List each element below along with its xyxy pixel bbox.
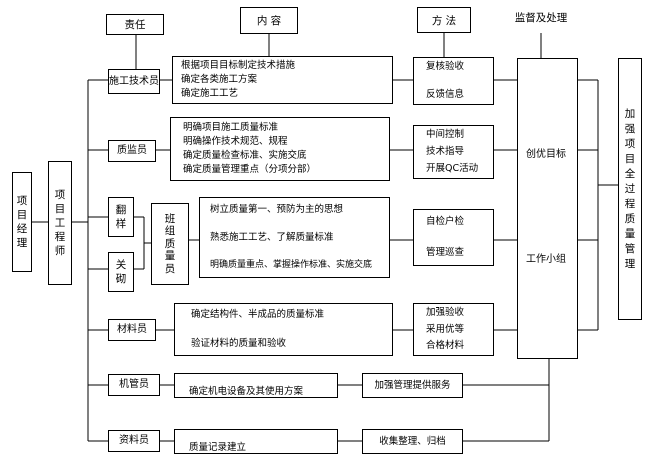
method-material-box: 加强验收 采用优等 合格材料 bbox=[413, 303, 494, 356]
content-line: 确定各类施工方案 bbox=[181, 74, 258, 85]
method-line: 技术指导 bbox=[426, 146, 465, 157]
header-method: 方 法 bbox=[417, 7, 471, 33]
header-supervision: 监督及处理 bbox=[514, 10, 568, 26]
header-supervision-text: 监督及处理 bbox=[514, 12, 568, 24]
content-line: 熟悉施工工艺、了解质量标准 bbox=[210, 231, 334, 243]
method-inspector-box: 中间控制 技术指导 开展QC活动 bbox=[413, 125, 494, 179]
content-line: 确定施工工艺 bbox=[181, 88, 239, 99]
role-inspector-box: 质监员 bbox=[108, 140, 156, 162]
content-line: 验证材料的质量和验收 bbox=[191, 338, 287, 349]
content-line: 明确项目施工质量标准 bbox=[183, 122, 279, 133]
method-records-box: 收集整理、归档 bbox=[362, 429, 463, 454]
method-line: 管理巡查 bbox=[426, 247, 465, 258]
supervision-box: 创优目标 工作小组 bbox=[517, 58, 578, 359]
content-line: 确定结构件、半成品的质量标准 bbox=[191, 309, 325, 320]
content-line: 质量记录建立 bbox=[189, 442, 247, 453]
strengthen-quality-box: 加强项目全过程质量管理 bbox=[618, 58, 642, 320]
role-machine-label: 机管员 bbox=[119, 379, 149, 390]
content-line: 确定机电设备及其使用方案 bbox=[189, 386, 304, 397]
content-line: 确定质量检查标准、实施交底 bbox=[183, 150, 307, 161]
method-line: 收集整理、归档 bbox=[379, 435, 446, 447]
method-line: 加强管理提供服务 bbox=[374, 379, 451, 391]
content-team-box: 树立质量第一、预防为主的思想 熟悉施工工艺、了解质量标准 明确质量重点、掌握操作… bbox=[199, 197, 390, 278]
supervision-group: 工作小组 bbox=[526, 254, 566, 265]
supervision-goal: 创优目标 bbox=[526, 149, 566, 160]
content-records-box: 质量记录建立 bbox=[174, 429, 338, 454]
project-engineer-box: 项目工程师 bbox=[48, 161, 72, 285]
inspection-box: 关砌 bbox=[108, 252, 134, 292]
method-line: 采用优等 bbox=[426, 323, 465, 335]
method-line: 反馈信息 bbox=[426, 89, 465, 100]
content-machine-box: 确定机电设备及其使用方案 bbox=[174, 373, 338, 398]
header-content-text: 内 容 bbox=[256, 15, 282, 27]
content-line: 确定质量管理重点（分项分部） bbox=[183, 164, 317, 175]
project-manager-label: 项目经理 bbox=[16, 195, 28, 249]
content-line: 明确质量重点、掌握操作标准、实施交底 bbox=[210, 260, 373, 270]
inspection-label: 关砌 bbox=[115, 259, 127, 285]
role-technician-label: 施工技术员 bbox=[109, 75, 159, 87]
header-method-text: 方 法 bbox=[431, 14, 457, 27]
method-line: 合格材料 bbox=[426, 340, 465, 351]
role-records-box: 资料员 bbox=[108, 430, 160, 452]
header-content: 内 容 bbox=[240, 7, 298, 34]
team-quality-label: 班组质量员 bbox=[164, 212, 176, 275]
flip-sample-box: 翻样 bbox=[108, 197, 134, 237]
method-machine-box: 加强管理提供服务 bbox=[362, 373, 463, 398]
role-records-label: 资料员 bbox=[119, 435, 149, 446]
content-inspector-box: 明确项目施工质量标准 明确操作技术规范、规程 确定质量检查标准、实施交底 确定质… bbox=[170, 117, 390, 181]
role-technician-box: 施工技术员 bbox=[108, 69, 160, 94]
team-quality-box: 班组质量员 bbox=[151, 203, 189, 285]
flip-sample-label: 翻样 bbox=[115, 204, 127, 230]
project-manager-box: 项目经理 bbox=[12, 172, 32, 272]
header-responsibility: 责任 bbox=[106, 14, 164, 35]
role-material-label: 材料员 bbox=[117, 324, 147, 335]
role-material-box: 材料员 bbox=[108, 319, 156, 341]
content-line: 根据项目目标制定技术措施 bbox=[181, 60, 296, 71]
method-line: 加强验收 bbox=[426, 307, 465, 318]
method-technician-box: 复核验收 反馈信息 bbox=[413, 57, 494, 105]
role-machine-box: 机管员 bbox=[108, 374, 160, 396]
method-line: 开展QC活动 bbox=[426, 163, 479, 174]
content-line: 树立质量第一、预防为主的思想 bbox=[210, 204, 344, 215]
project-engineer-label: 项目工程师 bbox=[54, 189, 66, 257]
method-line: 自检户检 bbox=[426, 216, 465, 227]
content-technician-box: 根据项目目标制定技术措施 确定各类施工方案 确定施工工艺 bbox=[172, 56, 393, 104]
role-inspector-label: 质监员 bbox=[117, 145, 147, 156]
strengthen-quality-label: 加强项目全过程质量管理 bbox=[624, 107, 636, 270]
method-line: 复核验收 bbox=[426, 61, 465, 72]
method-team-box: 自检户检 管理巡查 bbox=[413, 209, 494, 266]
content-line: 明确操作技术规范、规程 bbox=[183, 136, 288, 147]
content-material-box: 确定结构件、半成品的质量标准 验证材料的质量和验收 bbox=[174, 303, 393, 356]
method-line: 中间控制 bbox=[426, 129, 465, 140]
header-responsibility-text: 责任 bbox=[124, 19, 146, 31]
